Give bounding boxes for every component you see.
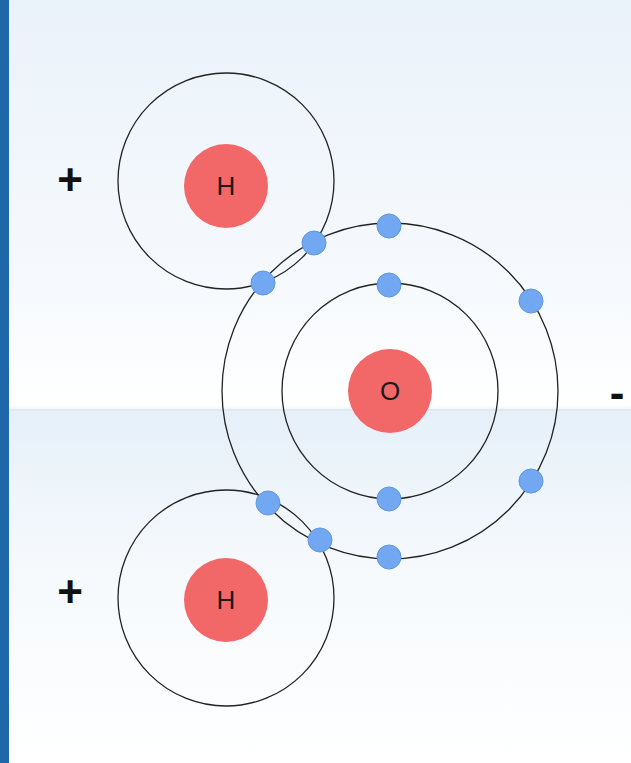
- hydrogen-shell: [118, 490, 334, 706]
- charge-sign: +: [57, 570, 83, 614]
- electron: [302, 231, 326, 255]
- electron: [377, 545, 401, 569]
- oxygen-nucleus: O: [348, 349, 432, 433]
- horizon-line: [9, 410, 631, 411]
- charge-sign: -: [610, 371, 625, 415]
- side-bar: [0, 0, 9, 763]
- oxygen-outer-shell: [222, 223, 558, 559]
- electron: [308, 528, 332, 552]
- electron: [377, 487, 401, 511]
- electron: [377, 273, 401, 297]
- hydrogen-shell: [118, 73, 334, 289]
- charge-sign: +: [57, 158, 83, 202]
- element-symbol: O: [380, 376, 400, 407]
- hydrogen-nucleus: H: [184, 144, 268, 228]
- hydrogen-nucleus: H: [184, 558, 268, 642]
- electron: [519, 469, 543, 493]
- electron: [256, 491, 280, 515]
- oxygen-inner-shell: [282, 283, 498, 499]
- electron: [251, 271, 275, 295]
- electron: [377, 214, 401, 238]
- element-symbol: H: [217, 171, 236, 202]
- electron: [519, 289, 543, 313]
- element-symbol: H: [217, 585, 236, 616]
